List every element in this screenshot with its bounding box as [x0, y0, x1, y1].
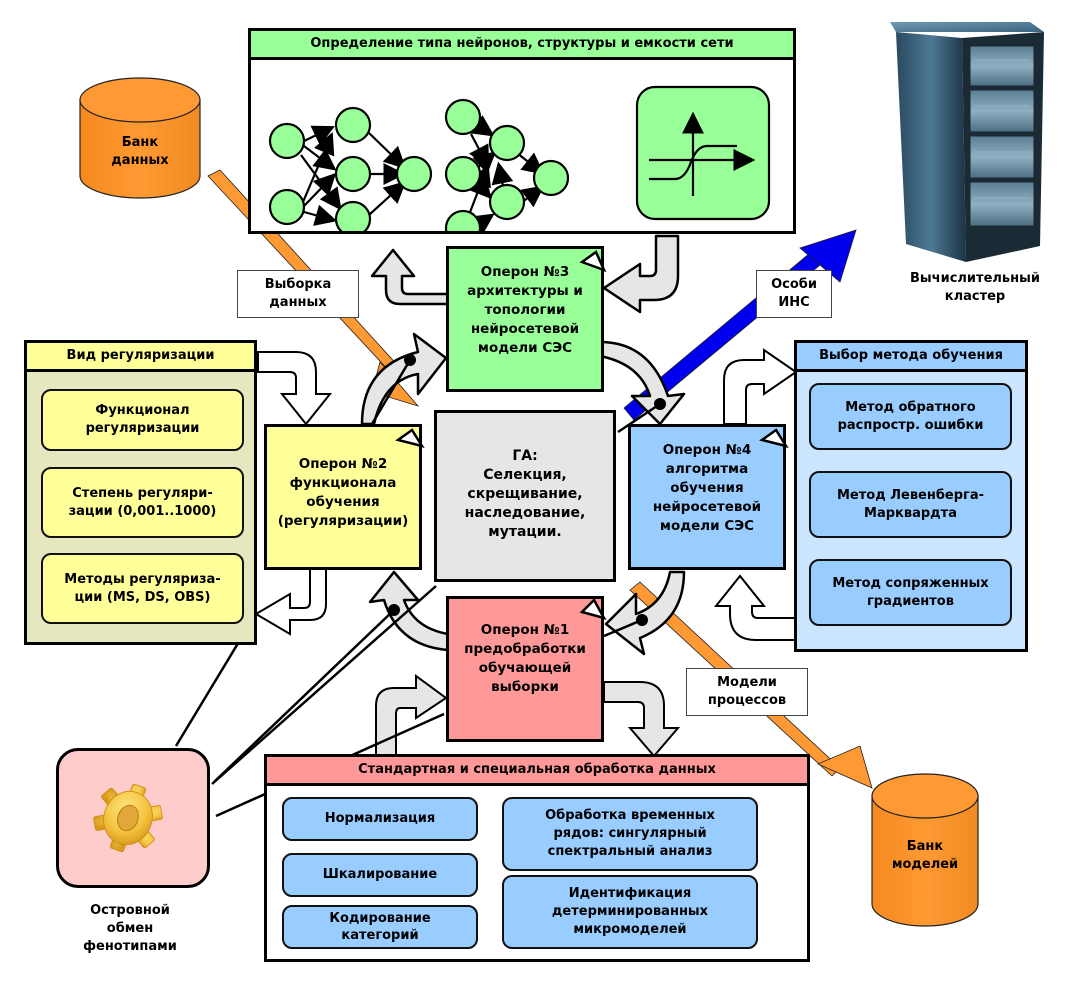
- op1-fold: [579, 597, 607, 620]
- training-method-panel: Выбор метода обучения Метод обратного ра…: [794, 340, 1028, 652]
- regularization-item[interactable]: Методы регуляриза- ции (MS, DS, OBS): [41, 553, 244, 624]
- server-rack-icon: [890, 22, 1044, 262]
- operon-3-architecture[interactable]: Оперон №3 архитектуры и топологии нейрос…: [446, 246, 604, 392]
- processing-item-scaling[interactable]: Шкалирование: [282, 853, 478, 897]
- data-sample-label: Выборка данных: [237, 270, 359, 318]
- regularization-to-op2-arrow: [257, 351, 333, 426]
- network-to-op3-arrow: [602, 234, 680, 314]
- regularization-item[interactable]: Функционал регуляризации: [41, 389, 244, 451]
- processing-item-normalization[interactable]: Нормализация: [282, 797, 478, 841]
- op4-fold: [759, 428, 789, 448]
- data-processing-panel: Стандартная и специальная обработка данн…: [264, 754, 810, 962]
- ga-operations-box: ГА: Селекция, скрещивание, наследование,…: [434, 410, 616, 582]
- network-panel-title: Определение типа нейронов, структуры и е…: [251, 31, 793, 60]
- operon-1-preprocessing[interactable]: Оперон №1 предобработки обучающей выборк…: [446, 596, 604, 742]
- op1-to-processing-arrow: [603, 681, 681, 758]
- model-bank-cylinder: [871, 773, 979, 927]
- regularization-panel-title: Вид регуляризации: [27, 343, 254, 372]
- op2-to-regularization-arrow: [254, 567, 327, 636]
- data-bank-cylinder: [79, 77, 201, 199]
- op4-to-training-arrow: [723, 348, 798, 425]
- processing-panel-title: Стандартная и специальная обработка данн…: [267, 757, 807, 786]
- model-bank-label: Банк моделей: [891, 839, 959, 872]
- regularization-item[interactable]: Степень регуляри- зации (0,001..1000): [41, 467, 244, 538]
- op3-fold: [579, 250, 607, 273]
- ann-individuals-label: Особи ИНС: [756, 270, 832, 318]
- processing-item-category-encoding[interactable]: Кодирование категорий: [282, 905, 478, 949]
- training-method-item[interactable]: Метод сопряженных градиентов: [809, 559, 1012, 626]
- training-method-item[interactable]: Метод Левенберга- Марквардта: [809, 471, 1012, 538]
- cluster-label: Вычислительный кластер: [910, 271, 1040, 304]
- training-to-op4-arrow: [713, 574, 797, 641]
- network-structure-panel: Определение типа нейронов, структуры и е…: [248, 28, 796, 234]
- feedforward-network-icon: [300, 125, 407, 226]
- op3-to-network-arrow: [370, 248, 450, 306]
- regularization-panel: Вид регуляризации Функционал регуляризац…: [24, 340, 257, 645]
- op3-to-op4-curved-arrow: [598, 340, 686, 434]
- activation-function-icon: [635, 85, 771, 221]
- data-bank-label: Банк данных: [111, 135, 169, 168]
- operon-2-regularization[interactable]: Оперон №2 функционала обучения (регуляри…: [264, 424, 422, 570]
- network-diagrams: [268, 85, 771, 231]
- processing-item-micromodels[interactable]: Идентификация детерминированных микромод…: [502, 875, 758, 949]
- op2-to-op3-curved-arrow: [360, 332, 448, 426]
- training-panel-title: Выбор метода обучения: [797, 343, 1025, 372]
- processing-item-ssa[interactable]: Обработка временных рядов: сингулярный с…: [502, 797, 758, 871]
- operon-4-training-algorithm[interactable]: Оперон №4 алгоритма обучения нейросетево…: [628, 424, 786, 570]
- op4-to-op1-curved-arrow: [603, 570, 686, 656]
- gear-icon: [93, 783, 163, 853]
- op2-fold: [395, 428, 425, 448]
- training-method-item[interactable]: Метод обратного распростр. ошибки: [809, 383, 1012, 450]
- island-exchange-label: Островной обмен фенотипами: [83, 903, 177, 954]
- process-models-label: Модели процессов: [686, 668, 808, 716]
